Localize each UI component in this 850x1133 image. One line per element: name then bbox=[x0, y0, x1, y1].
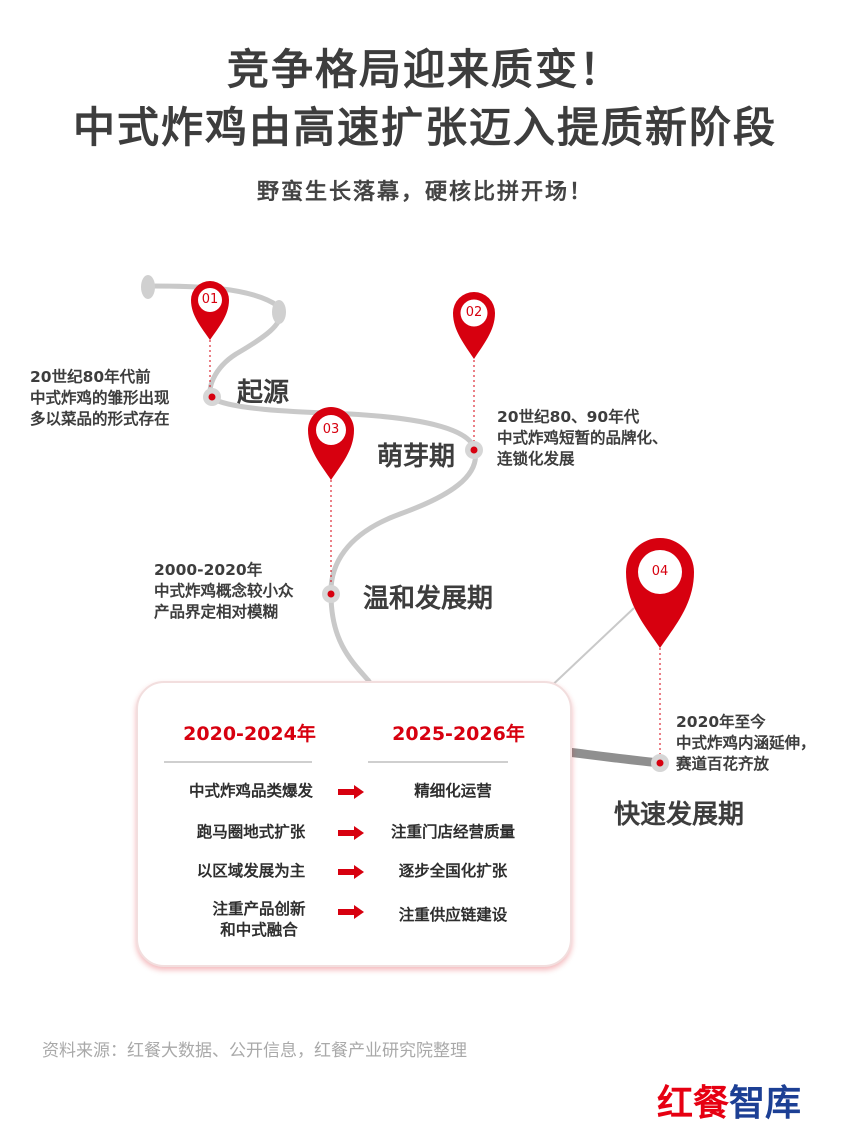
note-02-line3: 连锁化发展 bbox=[497, 450, 575, 468]
row-2-from: 跑马圈地式扩张 bbox=[196, 823, 306, 841]
page-title-line1: 竞争格局迎来质变！ bbox=[226, 45, 623, 94]
pin-03-icon bbox=[308, 407, 354, 480]
note-04-line2: 中式炸鸡内涵延伸， bbox=[676, 734, 816, 752]
stage-name-03: 温和发展期 bbox=[363, 584, 494, 614]
pin-02-icon bbox=[453, 292, 495, 359]
stage-name-01: 起源 bbox=[237, 378, 290, 408]
note-02-line2: 中式炸鸡短暂的品牌化、 bbox=[497, 429, 668, 447]
road-turn-cap bbox=[272, 300, 286, 324]
note-04-line3: 赛道百花齐放 bbox=[676, 755, 770, 773]
note-01-line2: 中式炸鸡的雏形出现 bbox=[30, 389, 170, 407]
note-03-line1: 2000-2020年 bbox=[154, 561, 263, 579]
right-column-header: 2025-2026年 bbox=[392, 723, 525, 745]
right-header-divider bbox=[368, 761, 508, 763]
row-4-arrow-icon bbox=[338, 905, 364, 919]
logo-part1: 红餐 bbox=[657, 1083, 730, 1124]
brand-logo: 红餐智库 bbox=[657, 1074, 801, 1126]
row-1-arrow-icon bbox=[338, 785, 364, 799]
stage-dot-03 bbox=[322, 585, 340, 603]
row-4-from-line2: 和中式融合 bbox=[220, 921, 298, 939]
note-01-line1: 20世纪80年代前 bbox=[30, 368, 151, 386]
pin-04-icon bbox=[626, 538, 694, 648]
note-04-line1: 2020年至今 bbox=[676, 713, 766, 731]
row-1-from: 中式炸鸡品类爆发 bbox=[188, 782, 313, 800]
page-subtitle: 野蛮生长落幕，硬核比拼开场！ bbox=[256, 180, 593, 205]
pin-01-icon bbox=[191, 281, 229, 340]
row-2-arrow-icon bbox=[338, 826, 364, 840]
stage-note-02: 20世纪80、90年代 中式炸鸡短暂的品牌化、 连锁化发展 bbox=[497, 407, 668, 470]
row-4-from: 注重产品创新 和中式融合 bbox=[174, 899, 344, 941]
note-03-line2: 中式炸鸡概念较小众 bbox=[154, 582, 294, 600]
row-4-from-line1: 注重产品创新 bbox=[212, 900, 306, 918]
pin-01-number: 01 bbox=[201, 292, 219, 307]
comparison-panel: 2020-2024年 2025-2026年 中式炸鸡品类爆发 精细化运营 跑马圈… bbox=[136, 681, 572, 967]
row-3-arrow-icon bbox=[338, 865, 364, 879]
stage-dot-01 bbox=[203, 388, 221, 406]
pin-03-number: 03 bbox=[322, 422, 340, 437]
note-01-line3: 多以菜品的形式存在 bbox=[30, 410, 170, 428]
stage-name-02: 萌芽期 bbox=[377, 442, 456, 472]
row-4-to: 注重供应链建设 bbox=[398, 906, 508, 924]
row-3-from: 以区域发展为主 bbox=[196, 862, 306, 880]
source-note: 资料来源：红餐大数据、公开信息，红餐产业研究院整理 bbox=[42, 1041, 467, 1061]
stage-note-01: 20世纪80年代前 中式炸鸡的雏形出现 多以菜品的形式存在 bbox=[30, 367, 170, 430]
note-03-line3: 产品界定相对模糊 bbox=[154, 603, 279, 621]
stage-note-04: 2020年至今 中式炸鸡内涵延伸， 赛道百花齐放 bbox=[676, 712, 816, 775]
pin-04-number: 04 bbox=[651, 564, 669, 579]
row-2-to: 注重门店经营质量 bbox=[390, 823, 515, 841]
row-1-to: 精细化运营 bbox=[414, 782, 492, 800]
road-start-cap bbox=[141, 275, 155, 299]
row-3-to: 逐步全国化扩张 bbox=[398, 862, 508, 880]
left-column-header: 2020-2024年 bbox=[183, 723, 316, 745]
road-path-right bbox=[563, 747, 665, 768]
page-title-line2: 中式炸鸡由高速扩张迈入提质新阶段 bbox=[72, 103, 777, 152]
note-02-line1: 20世纪80、90年代 bbox=[497, 408, 640, 426]
stage-name-04: 快速发展期 bbox=[614, 800, 745, 830]
stage-dot-04 bbox=[651, 754, 669, 772]
left-header-divider bbox=[164, 761, 312, 763]
stage-note-03: 2000-2020年 中式炸鸡概念较小众 产品界定相对模糊 bbox=[154, 560, 294, 623]
stage-dot-02 bbox=[465, 441, 483, 459]
pin-02-number: 02 bbox=[465, 305, 483, 320]
logo-part2: 智库 bbox=[729, 1083, 802, 1124]
